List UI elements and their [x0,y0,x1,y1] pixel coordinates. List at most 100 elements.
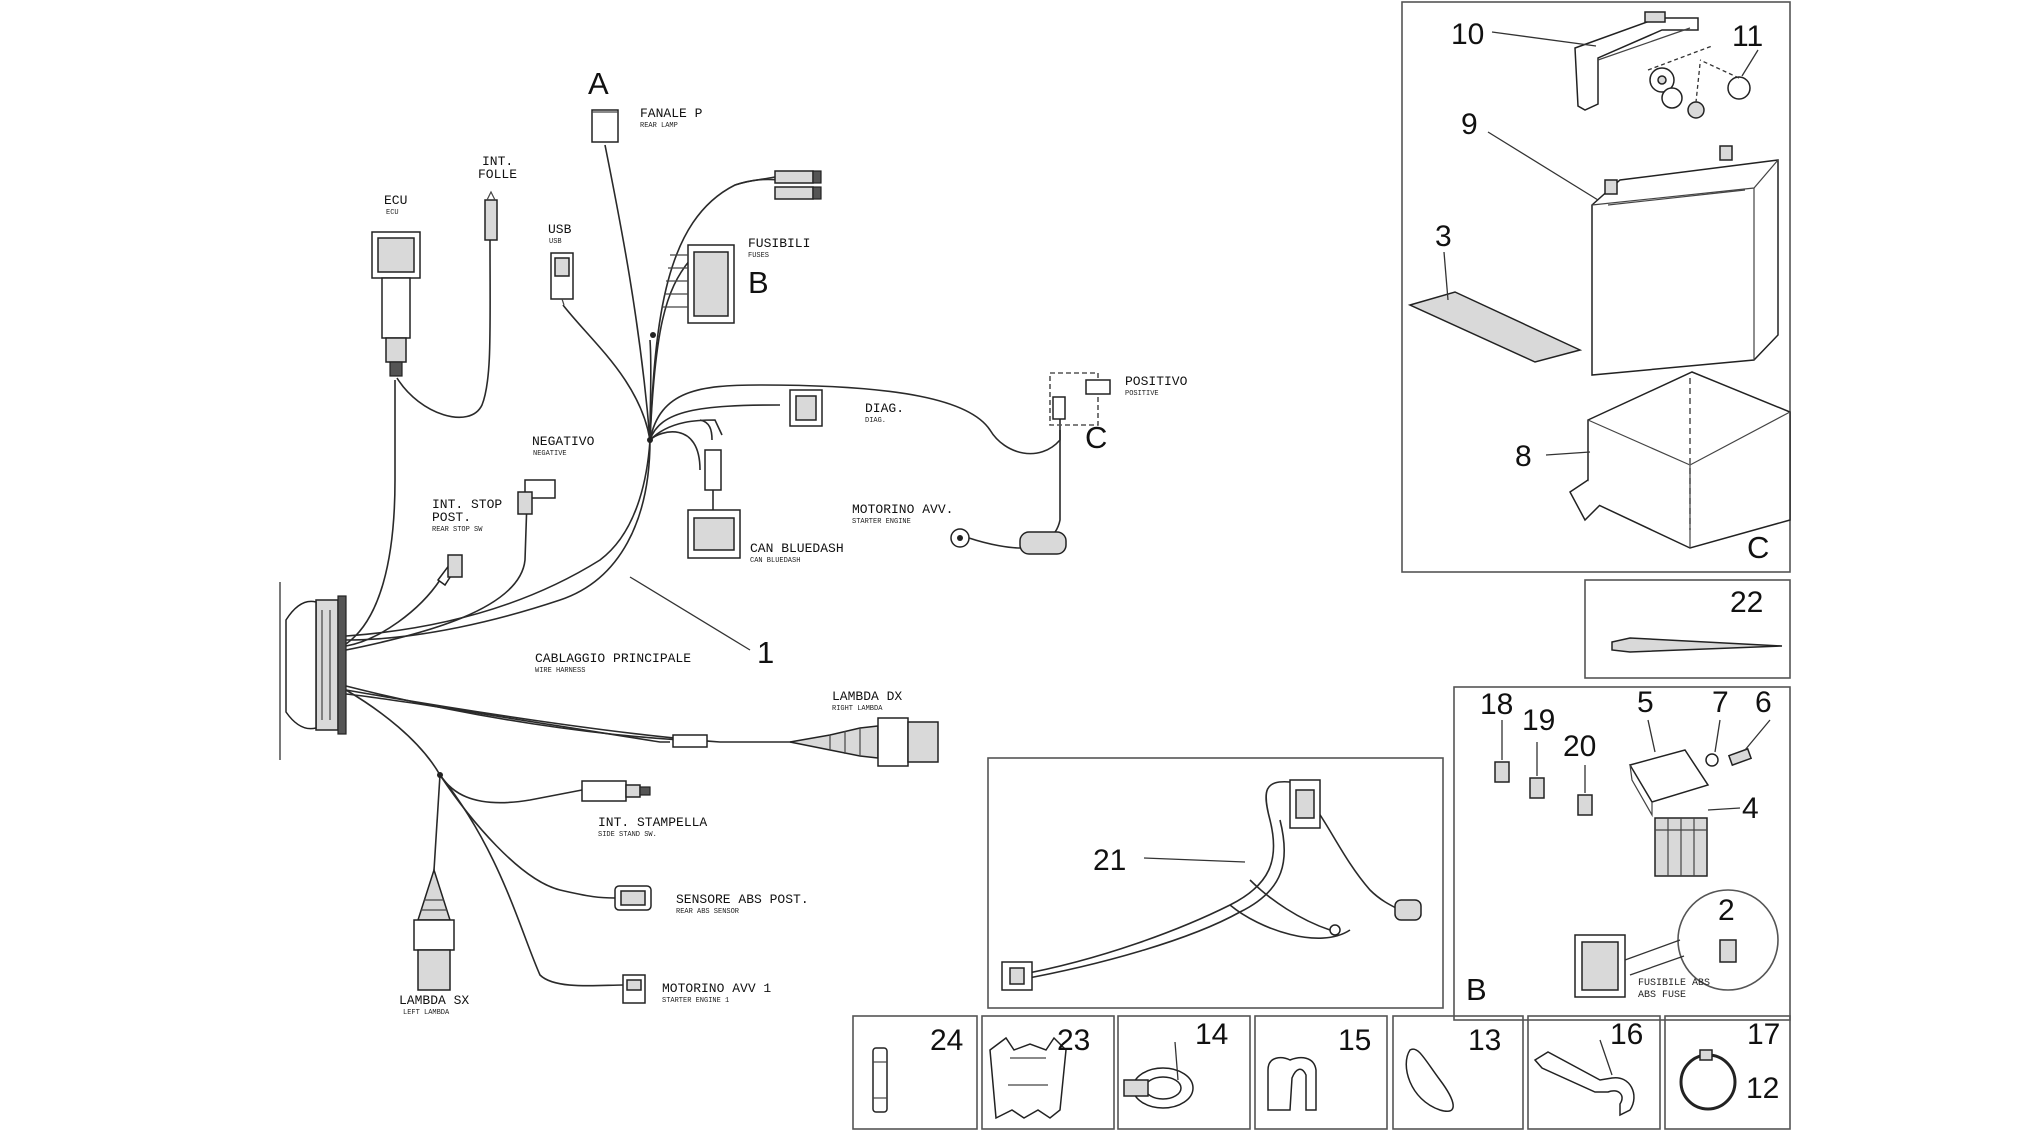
callout-3: 3 [1435,220,1452,253]
label-negativo: NEGATIVO [532,434,595,449]
subharness-panel: 21 [987,757,1444,1009]
rear-stop-switch [436,554,463,587]
fuse-20 [1577,794,1593,816]
sublabel-negativo: NEGATIVE [533,450,567,458]
callout-12: 12 [1746,1072,1779,1105]
bracket-16 [1533,1051,1635,1117]
sublabel-sensore-abs: REAR ABS SENSOR [676,908,740,916]
label-fanale: FANALE P [640,106,703,121]
callout-2: 2 [1718,894,1735,927]
sublabel-can-bluedash: CAN BLUEDASH [750,557,800,565]
callout-10: 10 [1451,18,1484,51]
callout-14: 14 [1195,1018,1228,1051]
starter-engine-1-connector [622,974,646,1004]
sublabel-usb: USB [549,238,562,246]
label-positivo: POSITIVO [1125,374,1188,389]
label-sensore-abs: SENSORE ABS POST. [676,892,809,907]
letter-c-harness: C [1085,420,1107,455]
callout-18: 18 [1480,688,1513,721]
battery-screws [1647,45,1751,119]
callout-1: 1 [757,635,774,670]
fuse-panel-letter: B [1466,972,1487,1007]
label-int-stampella: INT. STAMPELLA [598,815,707,830]
callout-9: 9 [1461,108,1478,141]
callout-20: 20 [1563,730,1596,763]
callout-15: 15 [1338,1024,1371,1057]
clip-23 [989,1036,1067,1120]
callout-16: 16 [1610,1018,1643,1051]
sublabel-ecu: ECU [386,209,399,217]
callout-8: 8 [1515,440,1532,473]
callout-23: 23 [1057,1024,1090,1057]
clip-15 [1267,1056,1317,1111]
callout-22: 22 [1730,586,1763,619]
label-diag: DIAG. [865,401,904,416]
battery [1591,145,1779,376]
label-abs-fuse-1: FUSIBILE ABS [1638,978,1710,989]
can-bluedash-connector [687,419,741,559]
label-lambda-dx: LAMBDA DX [832,689,902,704]
sublabel-int-stampella: SIDE STAND SW. [598,831,657,839]
letter-b: B [748,265,769,300]
rear-abs-sensor-connector [614,885,652,911]
callout-13: 13 [1468,1024,1501,1057]
label-motorino-avv: MOTORINO AVV. [852,502,953,517]
callout-21: 21 [1093,844,1126,877]
negative-connector [517,479,556,515]
label-fusibili: FUSIBILI [748,236,810,251]
battery-box [1569,371,1791,549]
label-int-stop-1: INT. STOP [432,497,502,512]
battery-pad [1407,291,1583,363]
callout-19: 19 [1522,704,1555,737]
battery-panel-letter: C [1747,530,1769,565]
battery-panel: 10 11 9 3 8 C [1401,1,1791,573]
letter-a: A [588,66,609,101]
sublabel-fusibili: FUSES [748,252,769,260]
sublabel-motorino-avv: STARTER ENGINE [852,518,911,526]
callout-6: 6 [1755,686,1772,719]
side-stand-switch [581,780,651,802]
ecu-connector [371,231,421,377]
fuse-box [1654,807,1741,877]
callout-5: 5 [1637,686,1654,719]
label-int-stop-2: POST. [432,510,471,525]
left-lambda-connector [413,867,455,991]
ring-clip-17 [1679,1053,1737,1111]
fuse-cover [1628,749,1710,803]
positive-connector [1049,372,1111,426]
right-lambda-connector [672,717,939,767]
diag-connector [789,389,823,427]
sublabel-cablaggio: WIRE HARNESS [535,667,585,675]
harness-labels: A B C 1 FANALE P REAR LAMP INT. FOLLE EC… [384,66,1188,1017]
fuses-connector [662,244,735,324]
label-lambda-sx: LAMBDA SX [399,993,469,1008]
abs-fuse-detail [1574,889,1779,998]
fuse-24 [872,1047,888,1113]
battery-bracket [1574,11,1699,111]
sublabel-int-stop: REAR STOP SW [432,526,483,534]
label-int-folle-1: INT. [482,154,513,169]
strap-13 [1405,1048,1454,1112]
label-int-folle-2: FOLLE [478,167,517,182]
sublabel-fanale: REAR LAMP [640,122,678,130]
sublabel-positivo: POSITIVE [1125,390,1159,398]
usb-connector [550,252,574,306]
sublabel-diag: DIAG. [865,417,886,425]
sublabel-lambda-sx: LEFT LAMBDA [403,1009,450,1017]
fuse-19 [1529,777,1545,799]
callout-17: 17 [1747,1018,1780,1051]
label-motorino-avv1: MOTORINO AVV 1 [662,981,771,996]
callout-7: 7 [1712,686,1729,719]
neutral-switch-connector [484,190,498,241]
main-harness [279,109,1111,1004]
spade-connectors [734,170,822,200]
label-abs-fuse-2: ABS FUSE [1638,990,1686,1001]
main-connector [279,582,347,760]
callout-11: 11 [1732,20,1763,53]
label-ecu: ECU [384,193,407,208]
label-can-bluedash: CAN BLUEDASH [750,541,844,556]
sublabel-motorino-avv1: STARTER ENGINE 1 [662,997,729,1005]
fuse-panel: FUSIBILE ABS ABS FUSE 18 19 20 5 7 6 4 2… [1453,686,1791,1021]
